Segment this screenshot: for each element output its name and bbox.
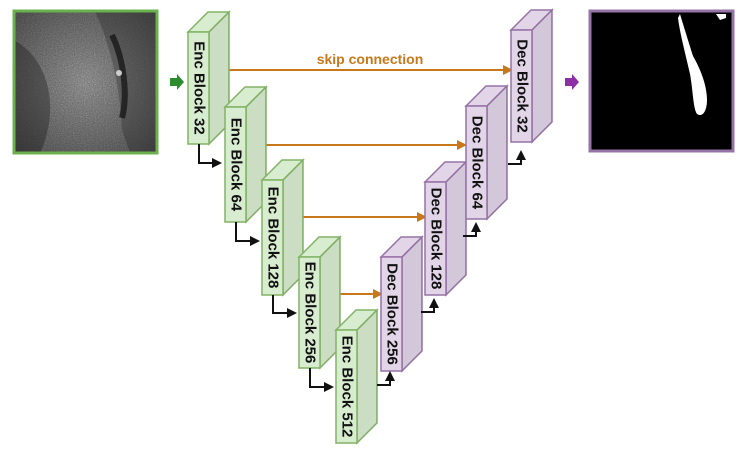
upsample-arrow-4 (508, 150, 526, 165)
decoder-block-3: Dec Block 64 (464, 84, 509, 221)
downsample-arrows (198, 144, 334, 392)
upsample-arrow-1 (377, 371, 395, 386)
input-image (12, 9, 159, 155)
upsample-arrow-2 (421, 298, 439, 313)
encoder-block-2: Enc Block 64 (223, 85, 268, 224)
decoder-block-2-label: Dec Block 128 (428, 188, 445, 290)
encoder-block-2-label: Enc Block 64 (228, 118, 245, 212)
encoder-blocks: Enc Block 32 Enc Block 64 Enc Block 128Enc… (186, 10, 379, 445)
downsample-arrow-1 (198, 144, 222, 168)
skip-connections: skip connection (228, 51, 513, 299)
decoder-block-1-label: Dec Block 256 (384, 263, 401, 365)
upsample-arrow-3 (463, 222, 481, 237)
skip-connection-label: skip connection (317, 51, 424, 67)
encoder-block-1: Enc Block 32 (186, 10, 231, 146)
encoder-block-3-label: Enc Block 128 (265, 187, 282, 289)
output-arrow-icon (565, 74, 579, 90)
encoder-block-4-label: Enc Block 256 (302, 262, 319, 364)
decoder-block-4: Dec Block 32 (509, 8, 554, 144)
encoder-block-4: Enc Block 256 (297, 235, 342, 370)
downsample-arrow-3 (272, 295, 297, 318)
downsample-arrow-4 (309, 368, 334, 392)
decoder-block-1: Dec Block 256 (379, 235, 424, 373)
decoder-blocks: Dec Block 256 Dec Block 128 Dec Block 64 De… (379, 8, 554, 373)
downsample-arrow-2 (235, 222, 260, 246)
upsample-arrows (377, 150, 526, 386)
decoder-block-3-label: Dec Block 64 (469, 116, 486, 210)
decoder-block-4-label: Dec Block 32 (514, 39, 531, 132)
output-image (588, 9, 735, 153)
decoder-block-2: Dec Block 128 (423, 160, 468, 297)
encoder-block-5: Enc Block 512 (334, 308, 379, 445)
encoder-block-3: Enc Block 128 (260, 158, 305, 297)
input-arrow-icon (170, 74, 184, 90)
encoder-block-5-label: Enc Block 512 (339, 336, 356, 438)
encoder-block-1-label: Enc Block 32 (191, 41, 208, 134)
